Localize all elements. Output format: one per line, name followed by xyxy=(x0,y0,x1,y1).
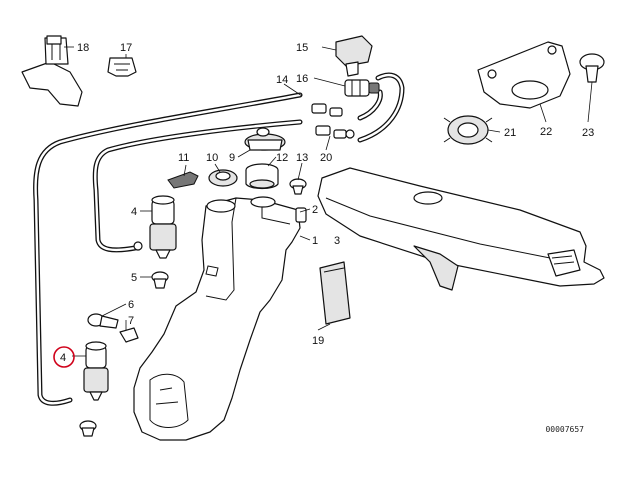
label-14: 14 xyxy=(276,74,288,86)
label-13: 13 xyxy=(296,152,308,164)
foam-pad-19 xyxy=(319,261,351,325)
label-1: 1 xyxy=(312,235,318,247)
label-15: 15 xyxy=(296,42,308,54)
hose-connectors-20 xyxy=(311,103,355,139)
label-18: 18 xyxy=(77,42,89,54)
pump-grommets xyxy=(87,241,169,343)
push-pin-23 xyxy=(579,53,605,83)
washer-reservoir xyxy=(133,196,307,441)
expansion-tank-3 xyxy=(317,167,605,291)
part-labels: 18 17 15 14 16 22 21 23 9 10 11 12 13 20… xyxy=(53,42,594,434)
highlight-ring xyxy=(53,346,75,368)
nozzle-cover-15 xyxy=(335,35,373,77)
label-19: 19 xyxy=(312,335,324,347)
label-11: 11 xyxy=(178,152,189,164)
grommet-21 xyxy=(443,115,493,145)
label-12: 12 xyxy=(276,152,288,164)
mounting-bracket-18 xyxy=(21,35,83,107)
label-21: 21 xyxy=(504,127,516,139)
clip-17 xyxy=(107,57,137,77)
washer-pump-lower xyxy=(79,341,109,437)
washer-pump-upper xyxy=(149,195,177,259)
drawing-code: 00007657 xyxy=(545,425,584,434)
label-4-upper: 4 xyxy=(131,206,137,218)
leader-lines xyxy=(64,46,593,357)
bracket-22 xyxy=(477,41,571,109)
label-10: 10 xyxy=(206,152,218,164)
label-17: 17 xyxy=(120,42,132,54)
hose-lines xyxy=(33,72,405,406)
label-4-lower: 4 xyxy=(60,352,66,364)
label-3: 3 xyxy=(334,235,340,247)
strainer-12 xyxy=(245,163,279,190)
label-2: 2 xyxy=(312,204,318,216)
label-9: 9 xyxy=(229,152,235,164)
filler-caps xyxy=(167,127,286,189)
check-valve-16 xyxy=(344,79,380,97)
label-23: 23 xyxy=(582,127,594,139)
label-6: 6 xyxy=(128,299,134,311)
label-20: 20 xyxy=(320,152,332,164)
label-7: 7 xyxy=(128,315,134,327)
label-16: 16 xyxy=(296,73,308,85)
label-5: 5 xyxy=(131,272,137,284)
plug-13 xyxy=(289,178,307,195)
label-22: 22 xyxy=(540,126,552,138)
